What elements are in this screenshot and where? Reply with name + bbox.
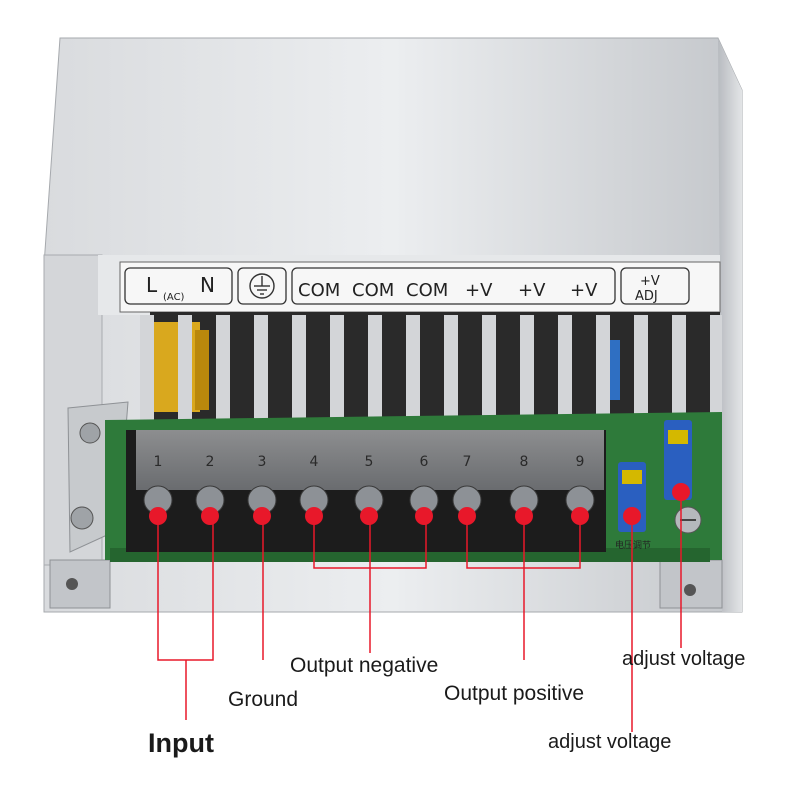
label-output-positive: Output positive <box>444 682 585 705</box>
leader-lines <box>157 492 682 732</box>
terminal-screws <box>143 485 595 515</box>
pcb-adjust-mark: 电压调节 <box>615 539 651 551</box>
label-adjust-voltage-2: adjust voltage <box>548 731 672 753</box>
label-vplus-2: +V <box>518 280 546 301</box>
terminal-number-9: 9 <box>576 454 585 470</box>
terminal-number-6: 6 <box>420 454 429 470</box>
label-com-2: COM <box>352 280 394 301</box>
leader-input <box>157 516 214 720</box>
label-ac: (AC) <box>163 292 185 303</box>
label-adj-top: +V <box>640 274 660 289</box>
terminal-number-1: 1 <box>154 454 163 470</box>
label-input: Input <box>148 728 214 758</box>
label-strip: L (AC) N COM COM COM +V +V +V +V ADJ <box>119 261 721 313</box>
marker-terminal-6 <box>415 507 433 525</box>
terminal-number-2: 2 <box>206 454 215 470</box>
label-output-negative: Output negative <box>290 654 439 677</box>
terminal-number-8: 8 <box>520 454 529 470</box>
terminal-numbers: 1 2 3 4 5 6 7 8 9 <box>154 454 585 470</box>
label-adjust-voltage-1: adjust voltage <box>622 648 746 670</box>
terminal-number-7: 7 <box>463 454 472 470</box>
terminal-number-3: 3 <box>258 454 267 470</box>
label-vplus-1: +V <box>465 280 493 301</box>
label-adj-bottom: ADJ <box>635 289 658 304</box>
marker-terminal-2 <box>201 507 219 525</box>
label-ground: Ground <box>228 688 299 711</box>
ground-symbol-icon <box>249 273 275 299</box>
marker-terminal-3 <box>253 507 271 525</box>
leader-output-negative <box>313 516 427 653</box>
label-com-3: COM <box>406 280 448 301</box>
terminal-block: 1 2 3 4 5 6 7 8 9 <box>126 430 606 552</box>
terminal-number-4: 4 <box>310 454 319 470</box>
label-vplus-3: +V <box>570 280 598 301</box>
label-l: L <box>146 273 158 297</box>
label-com-1: COM <box>298 280 340 301</box>
label-n: N <box>200 273 215 297</box>
terminal-number-5: 5 <box>365 454 374 470</box>
marker-terminal-5 <box>360 507 378 525</box>
vent-slots <box>140 312 722 422</box>
leader-output-positive <box>466 516 581 660</box>
